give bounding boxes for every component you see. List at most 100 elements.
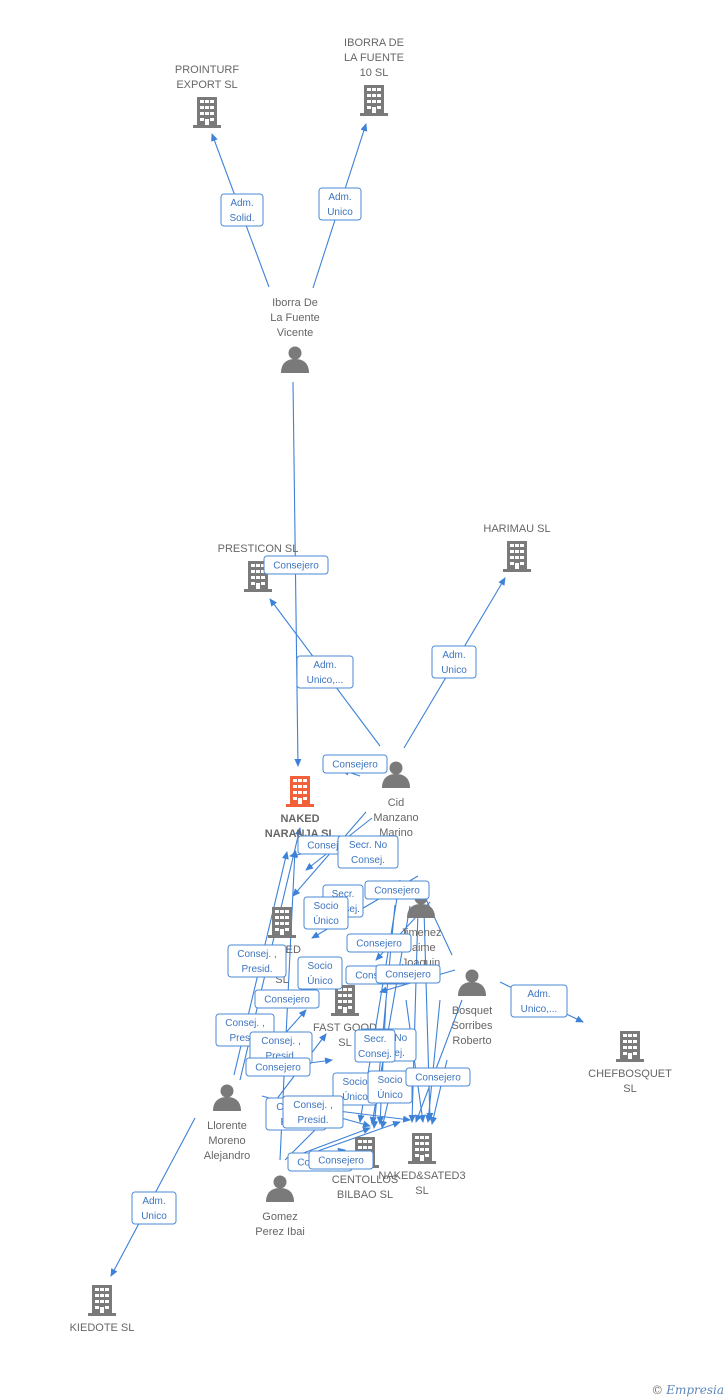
relation-label-r23[interactable]: Secr.Consej. xyxy=(354,1029,396,1063)
relation-label-r18[interactable]: Adm. Unico,... xyxy=(510,984,568,1018)
relation-label-r5[interactable]: Adm. Unico xyxy=(431,645,477,679)
node-label-line: CENTOLLOS xyxy=(332,1174,398,1186)
relation-box xyxy=(227,944,287,978)
relation-label-r12[interactable]: Consejero xyxy=(346,933,412,953)
relation-text: Adm. xyxy=(442,650,465,661)
relation-label-r26[interactable]: Consejero xyxy=(405,1067,471,1087)
relation-text: Socio xyxy=(307,961,332,972)
relation-label-r4[interactable]: Adm.Unico,... xyxy=(296,655,354,689)
relation-text: Consejero xyxy=(332,760,378,771)
relation-label-r28[interactable]: Consej. , Presid. xyxy=(282,1095,344,1129)
relation-text: Unico,... xyxy=(521,1004,558,1015)
building-icon xyxy=(503,541,531,572)
node-label-line: HARIMAU SL xyxy=(483,523,550,535)
relation-label-r17[interactable]: Consejero xyxy=(254,989,320,1009)
node-label-line: Manzano xyxy=(373,812,418,824)
node-label-line: SL xyxy=(623,1083,636,1095)
relation-text: Único xyxy=(313,914,339,927)
relation-label-r6[interactable]: Consejero xyxy=(322,754,388,774)
relation-text: Consejero xyxy=(374,886,420,897)
relation-text: Consej. , xyxy=(293,1100,332,1111)
building-icon xyxy=(408,1133,436,1164)
node-label-line: Gomez xyxy=(262,1211,297,1223)
relation-text: Consejero xyxy=(318,1156,364,1167)
relation-label-r10[interactable]: Consejero xyxy=(364,880,430,900)
relation-label-r30[interactable]: Consejero xyxy=(308,1150,374,1170)
relation-text: Presid. xyxy=(265,1051,296,1062)
relation-box xyxy=(354,1029,396,1063)
relation-label-r2[interactable]: Adm.Unico xyxy=(318,187,362,221)
building-icon xyxy=(286,776,314,807)
building-icon xyxy=(268,907,296,938)
relation-text: Consejero xyxy=(264,995,310,1006)
node-label-line: BILBAO SL xyxy=(337,1189,393,1201)
relation-label-r13[interactable]: Consej. ,Presid. xyxy=(227,944,287,978)
node-label-line: Iborra De xyxy=(272,297,318,309)
node-label-line: IBORRA DE xyxy=(344,37,404,49)
relation-box xyxy=(318,187,362,221)
company-node-presticon[interactable]: PRESTICON SL xyxy=(218,543,299,592)
person-icon xyxy=(266,1175,294,1202)
company-node-harimau[interactable]: HARIMAU SL xyxy=(483,523,551,572)
relation-text: Unico xyxy=(327,207,353,218)
relation-text: Solid. xyxy=(229,213,254,224)
relation-text: Unico,... xyxy=(307,675,344,686)
relation-box xyxy=(297,956,343,990)
relation-text: Secr. No xyxy=(349,840,388,851)
relation-label-r8[interactable]: Secr. No Consej. xyxy=(337,835,399,869)
company-node-kiedote[interactable]: KIEDOTE SL xyxy=(70,1285,135,1334)
relation-text: Adm. xyxy=(142,1196,165,1207)
relation-text: Consej. xyxy=(351,855,385,866)
relation-text: Presid. xyxy=(241,964,272,975)
relation-text: Adm. xyxy=(527,989,550,1000)
relation-label-r16[interactable]: Consejero xyxy=(375,964,441,984)
building-icon xyxy=(360,85,388,116)
relation-label-r31[interactable]: Adm.Unico xyxy=(131,1191,177,1225)
relationship-edge xyxy=(425,999,441,1123)
brand-watermark: ©Empresia xyxy=(651,1383,724,1397)
node-label-line: Alejandro xyxy=(204,1150,250,1162)
relation-text: Secr. xyxy=(332,889,355,900)
company-node-centollos[interactable]: CENTOLLOS BILBAO SL xyxy=(332,1137,398,1201)
node-label-line: SL xyxy=(338,1037,351,1049)
node-label-line: NAKED xyxy=(280,813,319,825)
relation-text: Unico xyxy=(441,665,467,676)
relation-text: Presid. xyxy=(229,1033,260,1044)
relation-label-r1[interactable]: Adm. Solid. xyxy=(220,193,264,227)
building-icon xyxy=(331,985,359,1016)
node-label-line: Sorribes xyxy=(452,1020,493,1032)
relation-text: Adm. xyxy=(230,198,253,209)
building-icon xyxy=(193,97,221,128)
node-label-line: Llorente xyxy=(207,1120,247,1132)
node-label-line: NAKED&SATED3 xyxy=(378,1170,465,1182)
relation-box xyxy=(308,1150,374,1170)
relation-box xyxy=(303,896,349,930)
node-label-line: Perez Ibai xyxy=(255,1226,305,1238)
relation-text: Consej. , xyxy=(225,1018,264,1029)
relation-box xyxy=(405,1067,471,1087)
node-label-line: Moreno xyxy=(208,1135,245,1147)
relation-text: Consejero xyxy=(307,841,353,852)
relation-box xyxy=(245,1057,311,1077)
relation-box xyxy=(263,555,329,575)
relation-label-r20[interactable]: Consej. ,Presid. xyxy=(249,1031,313,1065)
relation-box xyxy=(367,1070,413,1104)
relation-text: Presid. xyxy=(297,1115,328,1126)
node-label-line: Vicente xyxy=(277,327,314,339)
relation-text: Consejero xyxy=(255,1063,301,1074)
relation-label-r21[interactable]: Consejero xyxy=(245,1057,311,1077)
relation-label-r3[interactable]: Consejero xyxy=(263,555,329,575)
